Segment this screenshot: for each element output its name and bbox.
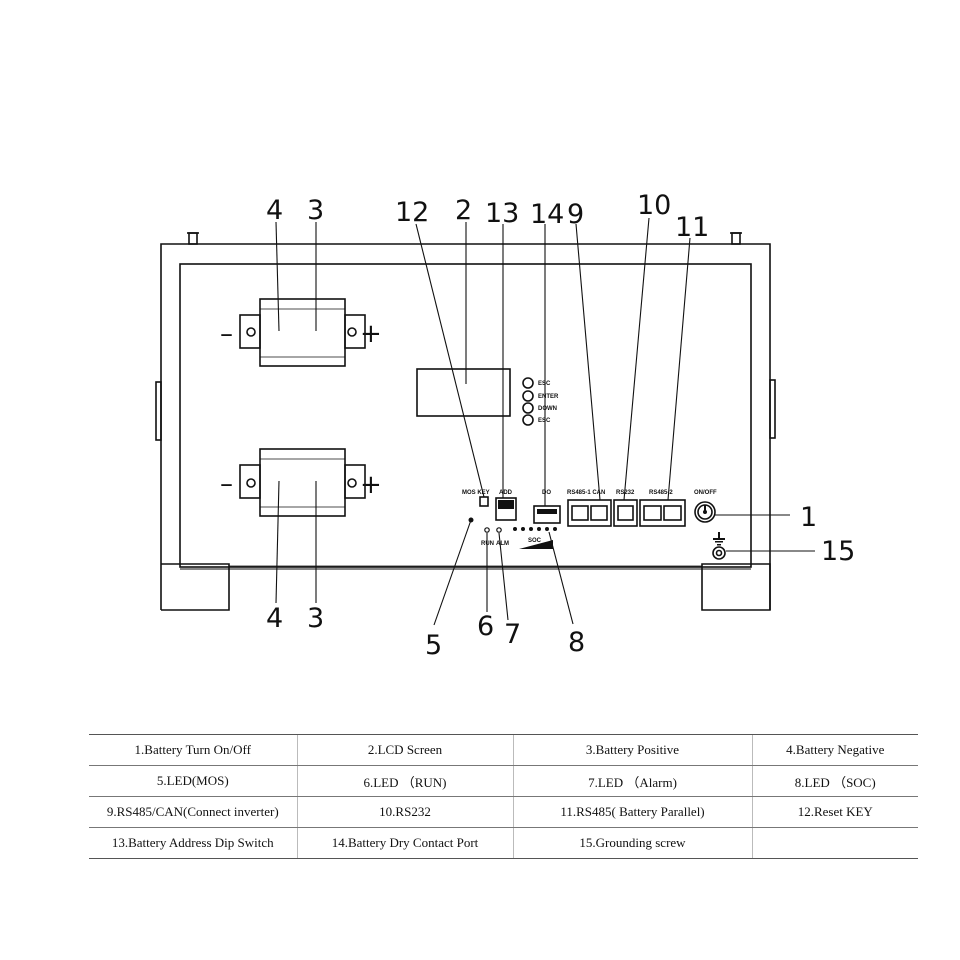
- legend-cell: 7.LED （Alarm): [512, 765, 752, 797]
- negative-sign-upper: –: [220, 319, 233, 349]
- legend-cell: 3.Battery Positive: [512, 734, 752, 766]
- lcd-button-3: [522, 402, 534, 414]
- callout-3-top: 3: [307, 195, 324, 226]
- rs485-can-port: [567, 499, 612, 527]
- upper-terminal-block: [239, 298, 366, 367]
- right-foot: [701, 563, 771, 611]
- callout-4-bottom: 4: [266, 603, 283, 634]
- legend-cell: 15.Grounding screw: [512, 827, 752, 859]
- battery-front-panel-diagram: MOS KEY ADD DO RS485-1 CAN RS232 RS485-2…: [155, 190, 855, 661]
- on-off-label: ON/OFF: [694, 490, 717, 496]
- grounding-screw: [712, 546, 726, 560]
- legend-cell: 5.LED(MOS): [89, 765, 297, 797]
- ground-symbol-icon: [713, 532, 725, 546]
- do-label: DO: [542, 490, 551, 496]
- lcd-button-4: [522, 414, 534, 426]
- power-switch: [694, 501, 716, 523]
- rs232-label: RS232: [616, 490, 635, 496]
- legend-cell: 2.LCD Screen: [296, 734, 513, 766]
- left-foot: [161, 563, 230, 611]
- alm-label: ALM: [496, 541, 509, 547]
- reset-key: [479, 496, 489, 507]
- callout-11: 11: [675, 212, 709, 243]
- legend-row: 9.RS485/CAN(Connect inverter) 10.RS232 1…: [89, 796, 918, 828]
- left-post: [188, 232, 198, 245]
- legend-cell: 1.Battery Turn On/Off: [89, 734, 297, 766]
- lcd-button-label-2: ENTER: [538, 394, 559, 400]
- callout-6: 6: [477, 611, 494, 642]
- soc-bar-gauge: [519, 540, 553, 549]
- legend-row: 5.LED(MOS) 6.LED （RUN) 7.LED （Alarm) 8.L…: [89, 765, 918, 797]
- legend-cell: 13.Battery Address Dip Switch: [89, 827, 297, 859]
- lower-terminal-block: [239, 448, 366, 517]
- legend-table: 1.Battery Turn On/Off 2.LCD Screen 3.Bat…: [89, 734, 918, 859]
- legend-row: 1.Battery Turn On/Off 2.LCD Screen 3.Bat…: [89, 734, 918, 766]
- callout-15: 15: [821, 536, 855, 567]
- rs485-parallel-port: [639, 499, 686, 527]
- callout-13: 13: [485, 198, 519, 229]
- lcd-screen: [416, 368, 511, 417]
- lcd-button-label-3: DOWN: [538, 406, 557, 412]
- rs232-port: [613, 499, 638, 527]
- callout-7: 7: [504, 619, 521, 650]
- legend-cell: 6.LED （RUN): [296, 765, 513, 797]
- positive-sign-upper: +: [360, 319, 382, 349]
- callout-5: 5: [425, 630, 442, 661]
- callout-4-top: 4: [266, 195, 283, 226]
- add-label: ADD: [499, 490, 513, 496]
- callout-3-bottom: 3: [307, 603, 324, 634]
- rs485-2-label: RS485-2: [649, 490, 673, 496]
- right-post: [731, 232, 741, 245]
- mos-key-label: MOS KEY: [462, 490, 490, 496]
- lcd-button-1: [522, 377, 534, 389]
- callout-1: 1: [800, 502, 817, 533]
- legend-cell: [751, 827, 918, 859]
- positive-sign-lower: +: [360, 470, 382, 500]
- legend-cell: 11.RS485( Battery Parallel): [512, 796, 752, 828]
- soc-label: SOC: [528, 538, 542, 544]
- callout-2: 2: [455, 195, 472, 226]
- callout-14: 14: [530, 199, 564, 230]
- negative-sign-lower: –: [220, 469, 233, 499]
- address-dip-switch: [495, 497, 517, 521]
- legend-cell: 9.RS485/CAN(Connect inverter): [89, 796, 297, 828]
- rs485-can-label: RS485-1 CAN: [567, 490, 605, 496]
- legend-row: 13.Battery Address Dip Switch 14.Battery…: [89, 827, 918, 859]
- legend-cell: 14.Battery Dry Contact Port: [296, 827, 513, 859]
- legend-cell: 4.Battery Negative: [751, 734, 918, 766]
- legend-cell: 12.Reset KEY: [751, 796, 918, 828]
- run-led: [484, 527, 490, 533]
- lcd-button-2: [522, 390, 534, 402]
- callout-10: 10: [637, 190, 671, 221]
- callout-12: 12: [395, 197, 429, 228]
- callout-8: 8: [568, 627, 585, 658]
- legend-cell: 10.RS232: [296, 796, 513, 828]
- callout-9: 9: [567, 199, 584, 230]
- dry-contact-port: [533, 505, 561, 524]
- legend-cell: 8.LED （SOC): [751, 765, 918, 797]
- alarm-led: [496, 527, 502, 533]
